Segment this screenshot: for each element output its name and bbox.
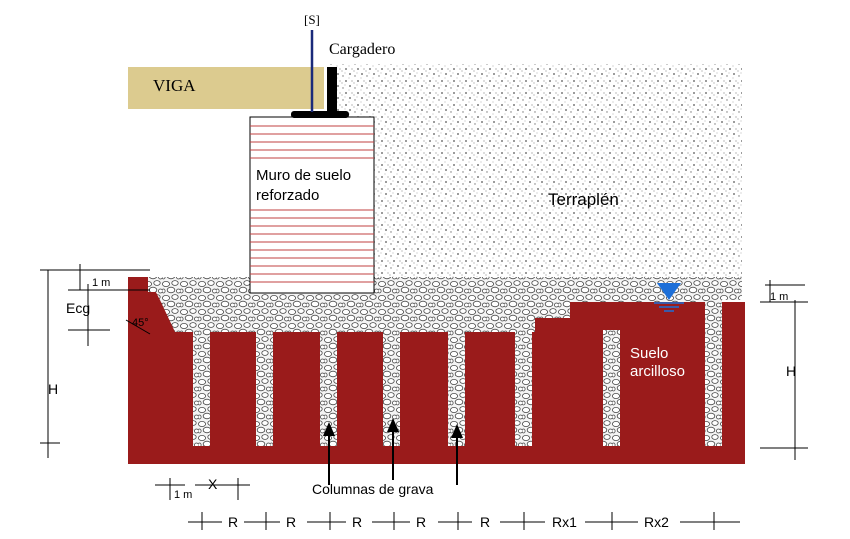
ecg-label: Ecg	[66, 300, 90, 316]
water-table-icon	[654, 283, 684, 312]
gravel-top-strip	[148, 277, 250, 292]
angle-label: 45°	[132, 317, 149, 329]
x-dimension	[155, 478, 250, 500]
bearing-label: Cargadero	[329, 41, 395, 58]
gravel-column	[603, 330, 620, 446]
gravel-column	[320, 330, 337, 446]
sensor-label: [S]	[304, 12, 320, 27]
height-label-right: H	[786, 363, 796, 379]
gravel-column	[515, 330, 532, 446]
columns-label: Columnas de grava	[312, 481, 434, 497]
height-label-left: H	[48, 381, 58, 397]
reinforced-wall	[249, 116, 375, 294]
clay-base	[128, 332, 745, 464]
beam-label: VIGA	[153, 76, 196, 95]
clay-label-line1: Suelo	[630, 345, 668, 362]
embankment-label: Terraplén	[548, 190, 619, 209]
clay-right-raised	[535, 299, 745, 332]
gravel-column	[705, 300, 722, 446]
spacing-rx1: Rx1	[552, 514, 577, 530]
one-m-bottom: 1 m	[174, 489, 192, 501]
spacing-r-2: R	[286, 514, 296, 530]
gravel-column	[383, 330, 400, 446]
right-dimensions	[760, 280, 808, 460]
column-arrows	[323, 418, 463, 485]
gravel-column	[256, 330, 273, 446]
spacing-r-4: R	[416, 514, 426, 530]
left-dimensions	[40, 264, 151, 458]
gravel-columns	[193, 300, 722, 446]
gravel-column	[448, 330, 465, 446]
x-label: X	[208, 476, 218, 492]
spacing-r-5: R	[480, 514, 490, 530]
wall-label-line2: reforzado	[256, 187, 319, 204]
one-m-left: 1 m	[92, 277, 110, 289]
beam	[128, 67, 324, 109]
spacing-dimension	[188, 512, 740, 530]
wall-label-line1: Muro de suelo	[256, 167, 351, 184]
clay-label-line2: arcilloso	[630, 363, 685, 380]
spacing-rx2: Rx2	[644, 514, 669, 530]
embankment-fill	[330, 64, 742, 292]
bearing	[291, 30, 349, 118]
gravel-column	[193, 330, 210, 446]
one-m-right: 1 m	[770, 291, 788, 303]
spacing-r-3: R	[352, 514, 362, 530]
spacing-r-1: R	[228, 514, 238, 530]
